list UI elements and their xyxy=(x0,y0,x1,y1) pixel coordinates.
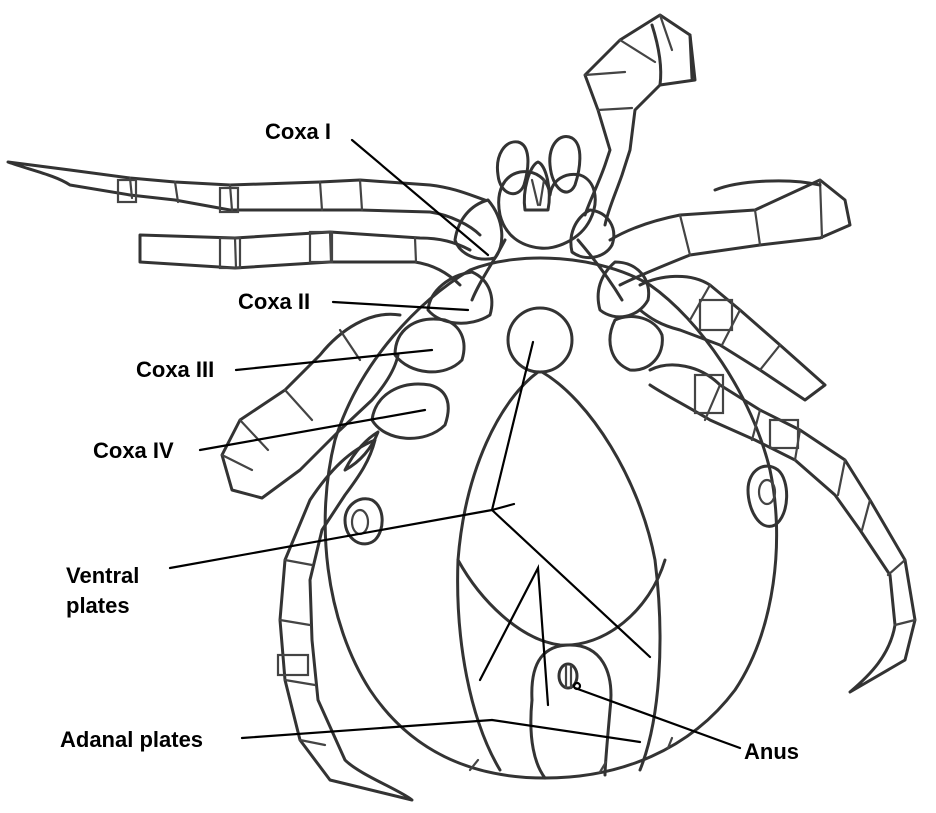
leg-2-left xyxy=(138,230,472,287)
coxa-1-left xyxy=(453,198,504,261)
leg-1-left xyxy=(6,160,487,237)
leg-2-right xyxy=(608,178,852,287)
leg-3-right xyxy=(638,274,827,402)
coxa-2-left xyxy=(426,270,494,325)
leg-1-right xyxy=(583,13,697,227)
anus-shape xyxy=(557,662,579,690)
leader-anus xyxy=(573,686,742,750)
leader-coxa-2 xyxy=(331,300,470,312)
genital-pore xyxy=(506,306,574,374)
coxa-4-left xyxy=(370,382,450,440)
label-coxa-3: Coxa III xyxy=(136,357,215,382)
palp-left xyxy=(495,140,530,196)
label-ventral-line2: plates xyxy=(66,593,130,618)
central-plate xyxy=(456,558,667,647)
label-coxa-4: Coxa IV xyxy=(93,438,174,463)
palp-right xyxy=(548,135,582,194)
spiracle-left xyxy=(343,497,384,546)
label-coxa-1: Coxa I xyxy=(265,119,332,144)
label-anus: Anus xyxy=(744,739,799,764)
leader-adanal xyxy=(240,718,494,740)
label-coxa-2: Coxa II xyxy=(238,289,311,314)
coxa-3-right xyxy=(608,315,664,372)
leg-4-right xyxy=(648,363,917,694)
coxa-3-left xyxy=(393,317,466,374)
label-ventral-line1: Ventral xyxy=(66,563,140,588)
leg-4-left xyxy=(278,438,414,802)
adanal-plate-left xyxy=(529,698,547,780)
spiracle-right xyxy=(746,464,789,528)
leg-3-left xyxy=(220,312,402,500)
hypostome xyxy=(522,160,551,212)
label-adanal-plates: Adanal plates xyxy=(60,727,204,752)
adanal-plate-inner xyxy=(530,643,613,777)
capitulum xyxy=(497,170,597,250)
body-outline xyxy=(323,256,779,780)
leader-coxa-1 xyxy=(350,138,490,257)
leader-coxa-3 xyxy=(234,348,434,372)
coxa-2-right xyxy=(596,260,651,319)
coxa-1-right xyxy=(569,208,616,260)
leader-coxa-4 xyxy=(198,408,427,452)
